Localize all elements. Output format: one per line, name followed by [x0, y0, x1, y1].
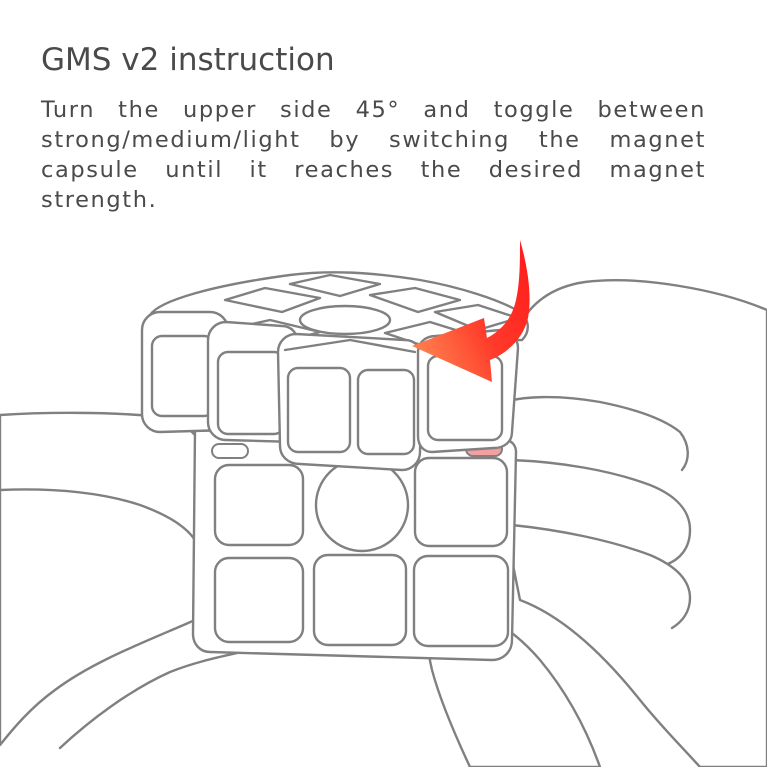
page-title: GMS v2 instruction [41, 42, 335, 78]
cube-front-face [191, 428, 518, 662]
magnet-capsule-left [211, 443, 249, 459]
instruction-text: Turn the upper side 45° and toggle betwe… [41, 97, 706, 213]
curved-rotation-arrow-icon [412, 240, 530, 382]
